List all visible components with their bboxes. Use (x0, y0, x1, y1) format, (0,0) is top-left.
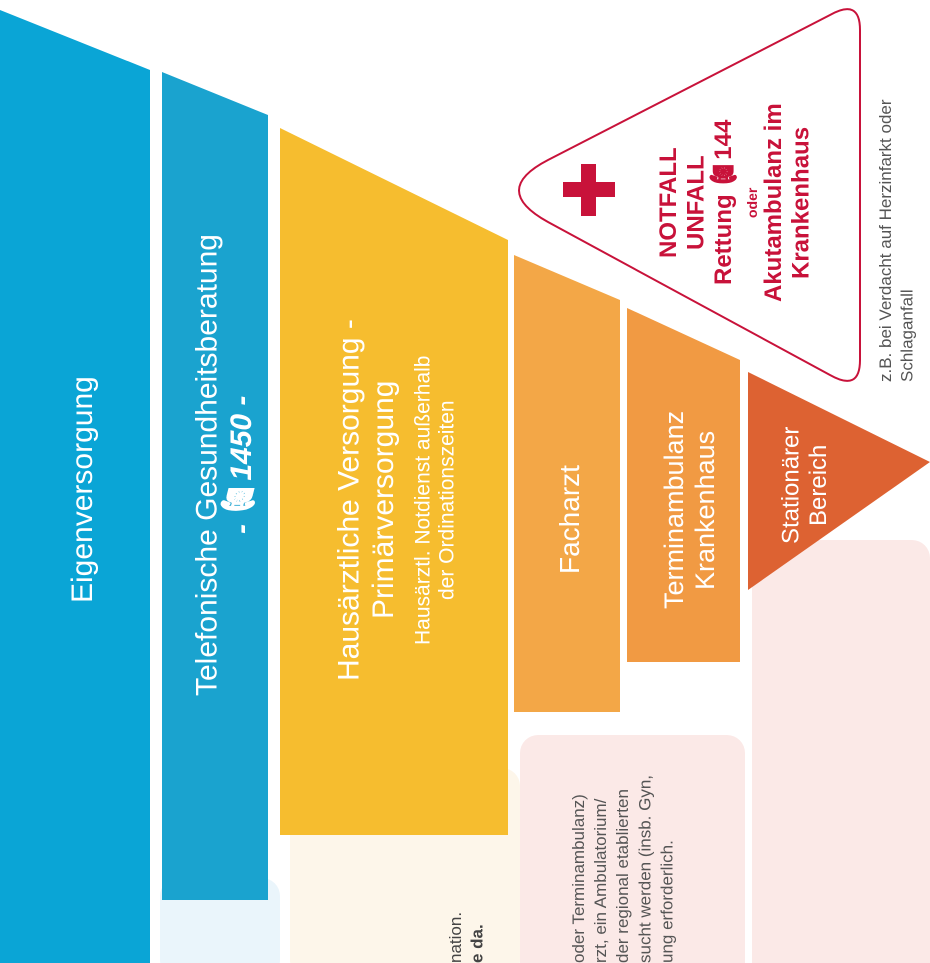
emergency-note: z.B. bei Verdacht auf Herzinfarkt oder S… (875, 10, 918, 382)
hausarzt-title-1: Hausärztliche Versorgung - (332, 319, 366, 681)
band-stationaer (748, 372, 930, 590)
pink-panel-1 (520, 735, 745, 963)
info-line-2: e da. (467, 924, 487, 963)
band-telefon (162, 72, 268, 900)
emergency-triangle (518, 8, 861, 382)
telefon-title: Telefonische Gesundheitsberatung (190, 234, 224, 696)
stationaer-line2: Bereich (805, 444, 832, 526)
emergency-note-2: Schlaganfall (897, 289, 917, 382)
telefon-phone: - ☎1450 - (225, 395, 258, 535)
pink-panel-2 (752, 540, 930, 963)
emergency-notfall: NOTFALL (654, 147, 682, 258)
emergency-note-1: z.B. bei Verdacht auf Herzinfarkt oder (876, 99, 895, 382)
facharzt-detail-4: sucht werden (insb. Gyn, (635, 774, 655, 963)
band-terminambulanz (627, 308, 740, 662)
emergency-oder: oder (743, 187, 760, 218)
hausarzt-label: Hausärztliche Versorgung - Primärversorg… (296, 250, 496, 750)
emergency-rettung: Rettung ☎144 (710, 119, 738, 286)
red-cross-icon (563, 164, 615, 216)
facharzt-detail-2: rzt, ein Ambulatorium/ (591, 798, 611, 963)
stationaer-label: Stationärer Bereich (765, 400, 845, 570)
hausarzt-sub-1: Hausärztl. Notdienst außerhalb (411, 355, 435, 645)
emergency-text: NOTFALL UNFALL Rettung ☎144 oder Akutamb… (630, 80, 840, 325)
stationaer-line1: Stationärer (777, 426, 805, 544)
terminambulanz-label: Terminambulanz Krankenhaus (640, 380, 740, 640)
band-eigenversorgung (0, 10, 150, 963)
info-fragment: nation. e da. (445, 860, 488, 963)
band-hausarzt (280, 128, 508, 835)
telefon-label: Telefonische Gesundheitsberatung - ☎1450… (180, 190, 270, 740)
facharzt-label: Facharzt (553, 465, 585, 575)
info-line-1: nation. (446, 911, 465, 963)
facharzt-detail-3: der regional etablierten (613, 789, 633, 963)
emergency-unfall: UNFALL (682, 155, 710, 250)
hausarzt-title-2: Primärversorgung (366, 380, 400, 620)
eigenversorgung-label: Eigenversorgung (65, 376, 99, 604)
facharzt-detail-1: oder Terminambulanz) (569, 794, 588, 963)
terminambulanz-line1: Terminambulanz (658, 410, 689, 610)
band-facharzt (514, 255, 620, 712)
hausarzt-sub-2: der Ordinationszeiten (435, 400, 459, 600)
terminambulanz-line2: Krankenhaus (690, 430, 720, 590)
facharzt-detail: oder Terminambulanz) rzt, ein Ambulatori… (568, 768, 678, 963)
emergency-akut: Akutambulanz im (759, 103, 787, 302)
facharzt-detail-5: ung erforderlich. (657, 840, 677, 963)
emergency-krankenhaus: Krankenhaus (787, 126, 815, 279)
